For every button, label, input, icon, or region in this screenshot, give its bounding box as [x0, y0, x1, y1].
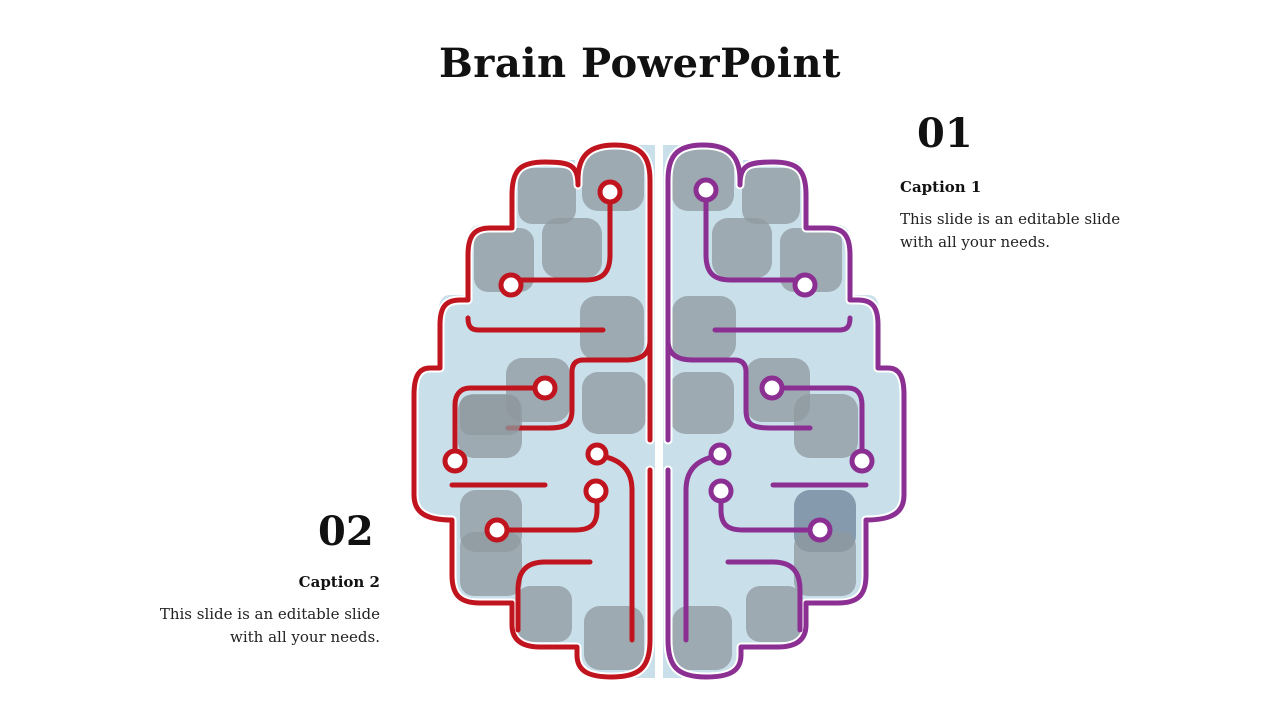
left-outline: [411, 142, 653, 680]
right-outline: [665, 142, 907, 680]
right-hemisphere: [663, 140, 909, 682]
caption-text-1: This slide is an editable slide with all…: [900, 210, 1121, 251]
left-hemisphere: [409, 140, 655, 682]
caption-text-2: This slide is an editable slide with all…: [159, 605, 380, 646]
item-number-1: 01: [917, 110, 973, 157]
brain-icon: [409, 140, 909, 682]
slide-title: Brain PowerPoint: [438, 40, 842, 87]
caption-title-1: Caption 1: [900, 178, 982, 196]
item-number-2: 02: [318, 508, 374, 555]
caption-title-2: Caption 2: [298, 573, 380, 591]
